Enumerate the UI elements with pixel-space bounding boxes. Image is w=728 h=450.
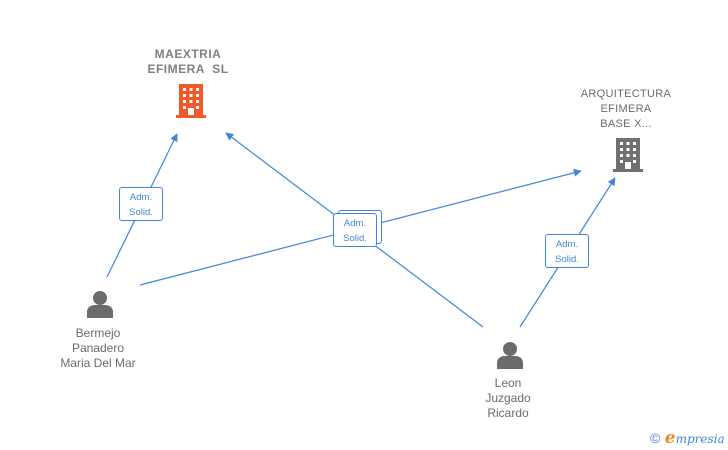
building-icon[interactable] — [176, 84, 206, 118]
company-name-main[interactable]: MAEXTRIA EFIMERA SL — [147, 47, 229, 76]
person-name-leon[interactable]: Leon Juzgado Ricardo — [485, 376, 531, 420]
company-name-other[interactable]: ARQUITECTURA EFIMERA BASE X... — [580, 88, 672, 130]
brand-initial: e — [664, 428, 676, 448]
empresia-logo: © empresia — [650, 428, 725, 448]
relation-badge-right[interactable]: Adm. Solid. — [545, 234, 589, 268]
relation-badge-left[interactable]: Adm. Solid. — [119, 187, 163, 221]
person-icon[interactable] — [87, 291, 113, 318]
person-name-bermejo[interactable]: Bermejo Panadero Maria Del Mar — [60, 326, 136, 370]
building-icon[interactable] — [613, 138, 643, 172]
person-icon[interactable] — [497, 342, 523, 369]
brand-name: mpresia — [675, 432, 725, 446]
relation-badge-center[interactable]: Adm. Solid. — [333, 213, 377, 247]
copyright-icon: © — [650, 430, 661, 446]
